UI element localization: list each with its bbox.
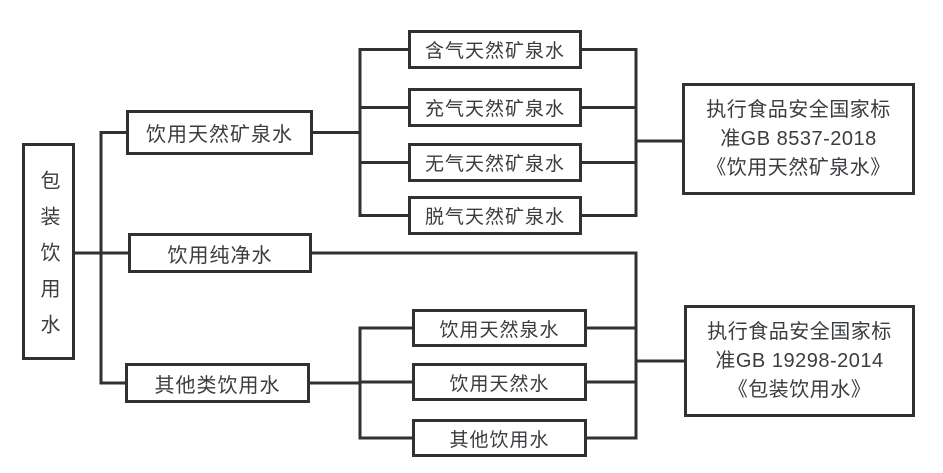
- node-standard-gb-8537-2018: 执行食品安全国家标 准GB 8537-2018 《饮用天然矿泉水》: [682, 83, 915, 195]
- node-label: 饮用天然泉水: [439, 319, 560, 341]
- node-other-category-water: 其他类饮用水: [125, 363, 310, 403]
- standard-text: 执行食品安全国家标 准GB 19298-2014 《包装饮用水》: [707, 320, 892, 401]
- node-still-mineral-water: 无气天然矿泉水: [408, 143, 582, 182]
- node-label: 饮用纯净水: [167, 244, 273, 267]
- node-natural-mineral-water: 饮用天然矿泉水: [126, 110, 313, 155]
- node-natural-water: 饮用天然水: [412, 363, 587, 401]
- node-standard-gb-19298-2014: 执行食品安全国家标 准GB 19298-2014 《包装饮用水》: [684, 305, 915, 417]
- node-label: 充气天然矿泉水: [424, 99, 565, 120]
- node-purified-water: 饮用纯净水: [128, 233, 312, 273]
- node-carbonated-mineral-water: 含气天然矿泉水: [408, 30, 582, 69]
- node-label: 含气天然矿泉水: [424, 41, 565, 62]
- node-label: 其他饮用水: [449, 429, 550, 451]
- node-gas-injected-mineral-water: 充气天然矿泉水: [408, 88, 582, 127]
- node-label: 包装饮用水: [37, 169, 59, 350]
- node-label: 饮用天然矿泉水: [146, 124, 293, 146]
- node-degassed-mineral-water: 脱气天然矿泉水: [408, 196, 582, 235]
- node-label: 饮用天然水: [449, 373, 550, 395]
- standard-text: 执行食品安全国家标 准GB 8537-2018 《饮用天然矿泉水》: [706, 98, 891, 179]
- node-label: 脱气天然矿泉水: [424, 207, 565, 228]
- node-other-drinking-water: 其他饮用水: [412, 419, 587, 457]
- node-natural-spring-water: 饮用天然泉水: [412, 309, 587, 347]
- node-label: 无气天然矿泉水: [424, 154, 565, 175]
- node-label: 其他类饮用水: [154, 374, 281, 397]
- node-packaged-drinking-water: 包装饮用水: [22, 143, 75, 360]
